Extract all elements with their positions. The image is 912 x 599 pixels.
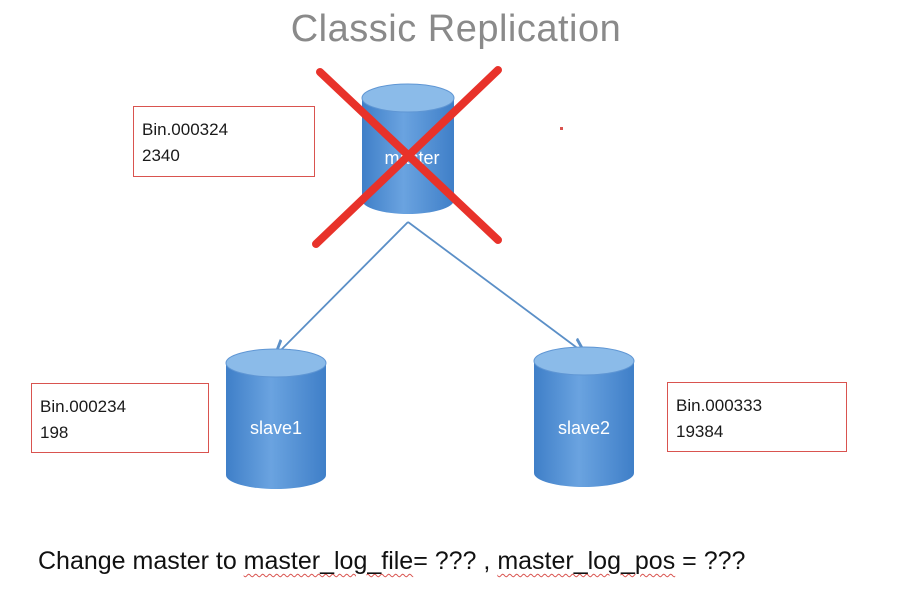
slave1-binlog-box: Bin.000234 198: [31, 383, 209, 453]
arrow-master-to-slave1: [276, 221, 409, 355]
diagram-title: Classic Replication: [290, 8, 622, 50]
master-database: master: [361, 83, 455, 214]
slave1-log-pos: 198: [40, 423, 69, 442]
slave1-database: slave1: [225, 348, 327, 489]
arrow-master-to-slave2: [407, 221, 584, 353]
slave2-database: slave2: [533, 346, 635, 487]
caption-suffix: = ???: [675, 547, 746, 575]
slave2-log-file: Bin.000333: [676, 396, 763, 415]
slave2-log-pos: 19384: [676, 422, 724, 441]
caption-log-file-param: master_log_file: [243, 547, 414, 575]
slave1-label: slave1: [250, 418, 302, 438]
change-master-caption: Change master to master_log_file= ??? , …: [38, 547, 745, 576]
master-binlog-box: Bin.000324 2340: [133, 106, 315, 177]
caption-prefix: Change master to: [38, 547, 244, 575]
stray-dot: [560, 127, 563, 130]
slave1-log-file: Bin.000234: [40, 397, 127, 416]
caption-log-pos-param: master_log_pos: [497, 547, 676, 575]
master-log-pos: 2340: [142, 146, 180, 165]
failed-cross-icon: [312, 66, 502, 248]
master-log-file: Bin.000324: [142, 120, 229, 139]
caption-middle: = ??? ,: [413, 547, 498, 575]
slave2-binlog-box: Bin.000333 19384: [667, 382, 847, 452]
slave2-label: slave2: [558, 418, 610, 438]
